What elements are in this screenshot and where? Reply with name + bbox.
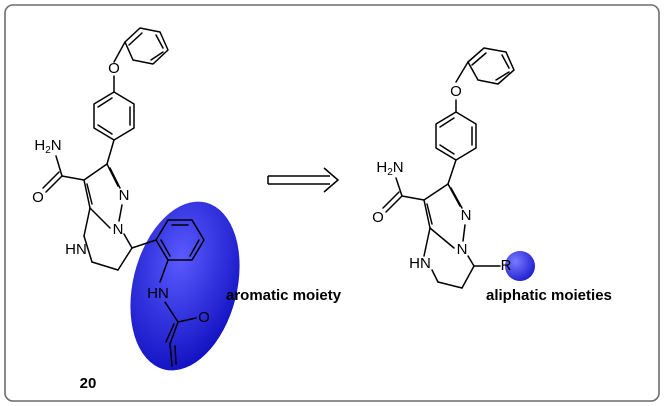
pyrazole-ring <box>83 163 121 209</box>
aromatic-moiety-caption: aromatic moiety <box>226 287 342 304</box>
acryl-nh-label: HN <box>147 285 169 302</box>
ether-oxygen-label-right: O <box>450 83 462 100</box>
tetrahydropyrimidine-ring <box>83 207 133 271</box>
bridge-n-label-right: N <box>457 241 468 258</box>
ether-oxygen-label: O <box>108 60 120 77</box>
phenyl-ring-top <box>124 27 169 65</box>
pyrazole-n-label: N <box>119 187 130 204</box>
scheme-frame <box>4 4 660 402</box>
general-scaffold-structure: O N N H2N O <box>372 47 535 289</box>
right-open-arrow <box>267 167 340 193</box>
ring-nh-label: HN <box>65 241 87 258</box>
amide-nh2-label: H2N <box>34 137 61 156</box>
phenyl-ring-top-right <box>467 47 515 85</box>
acryl-oxygen-label: O <box>198 309 210 326</box>
tetrahydropyrimidine-ring-right <box>423 227 475 289</box>
ring-nh-label-right: HN <box>409 255 431 272</box>
pyrazole-ring-right <box>423 183 463 229</box>
pyrazole-n-label-right: N <box>461 207 472 224</box>
r-group-label: R <box>501 257 512 274</box>
aliphatic-moieties-caption: aliphatic moieties <box>486 287 612 304</box>
compound-number: 20 <box>80 375 97 392</box>
amide-nh2-label-right: H2N <box>376 159 403 178</box>
bridge-n-label: N <box>113 221 124 238</box>
r-group-ball <box>505 251 535 281</box>
compound-20-structure: O N N H2N O <box>32 27 240 371</box>
amide-oxygen-label: O <box>32 189 44 206</box>
amide-oxygen-label-right: O <box>372 209 384 226</box>
